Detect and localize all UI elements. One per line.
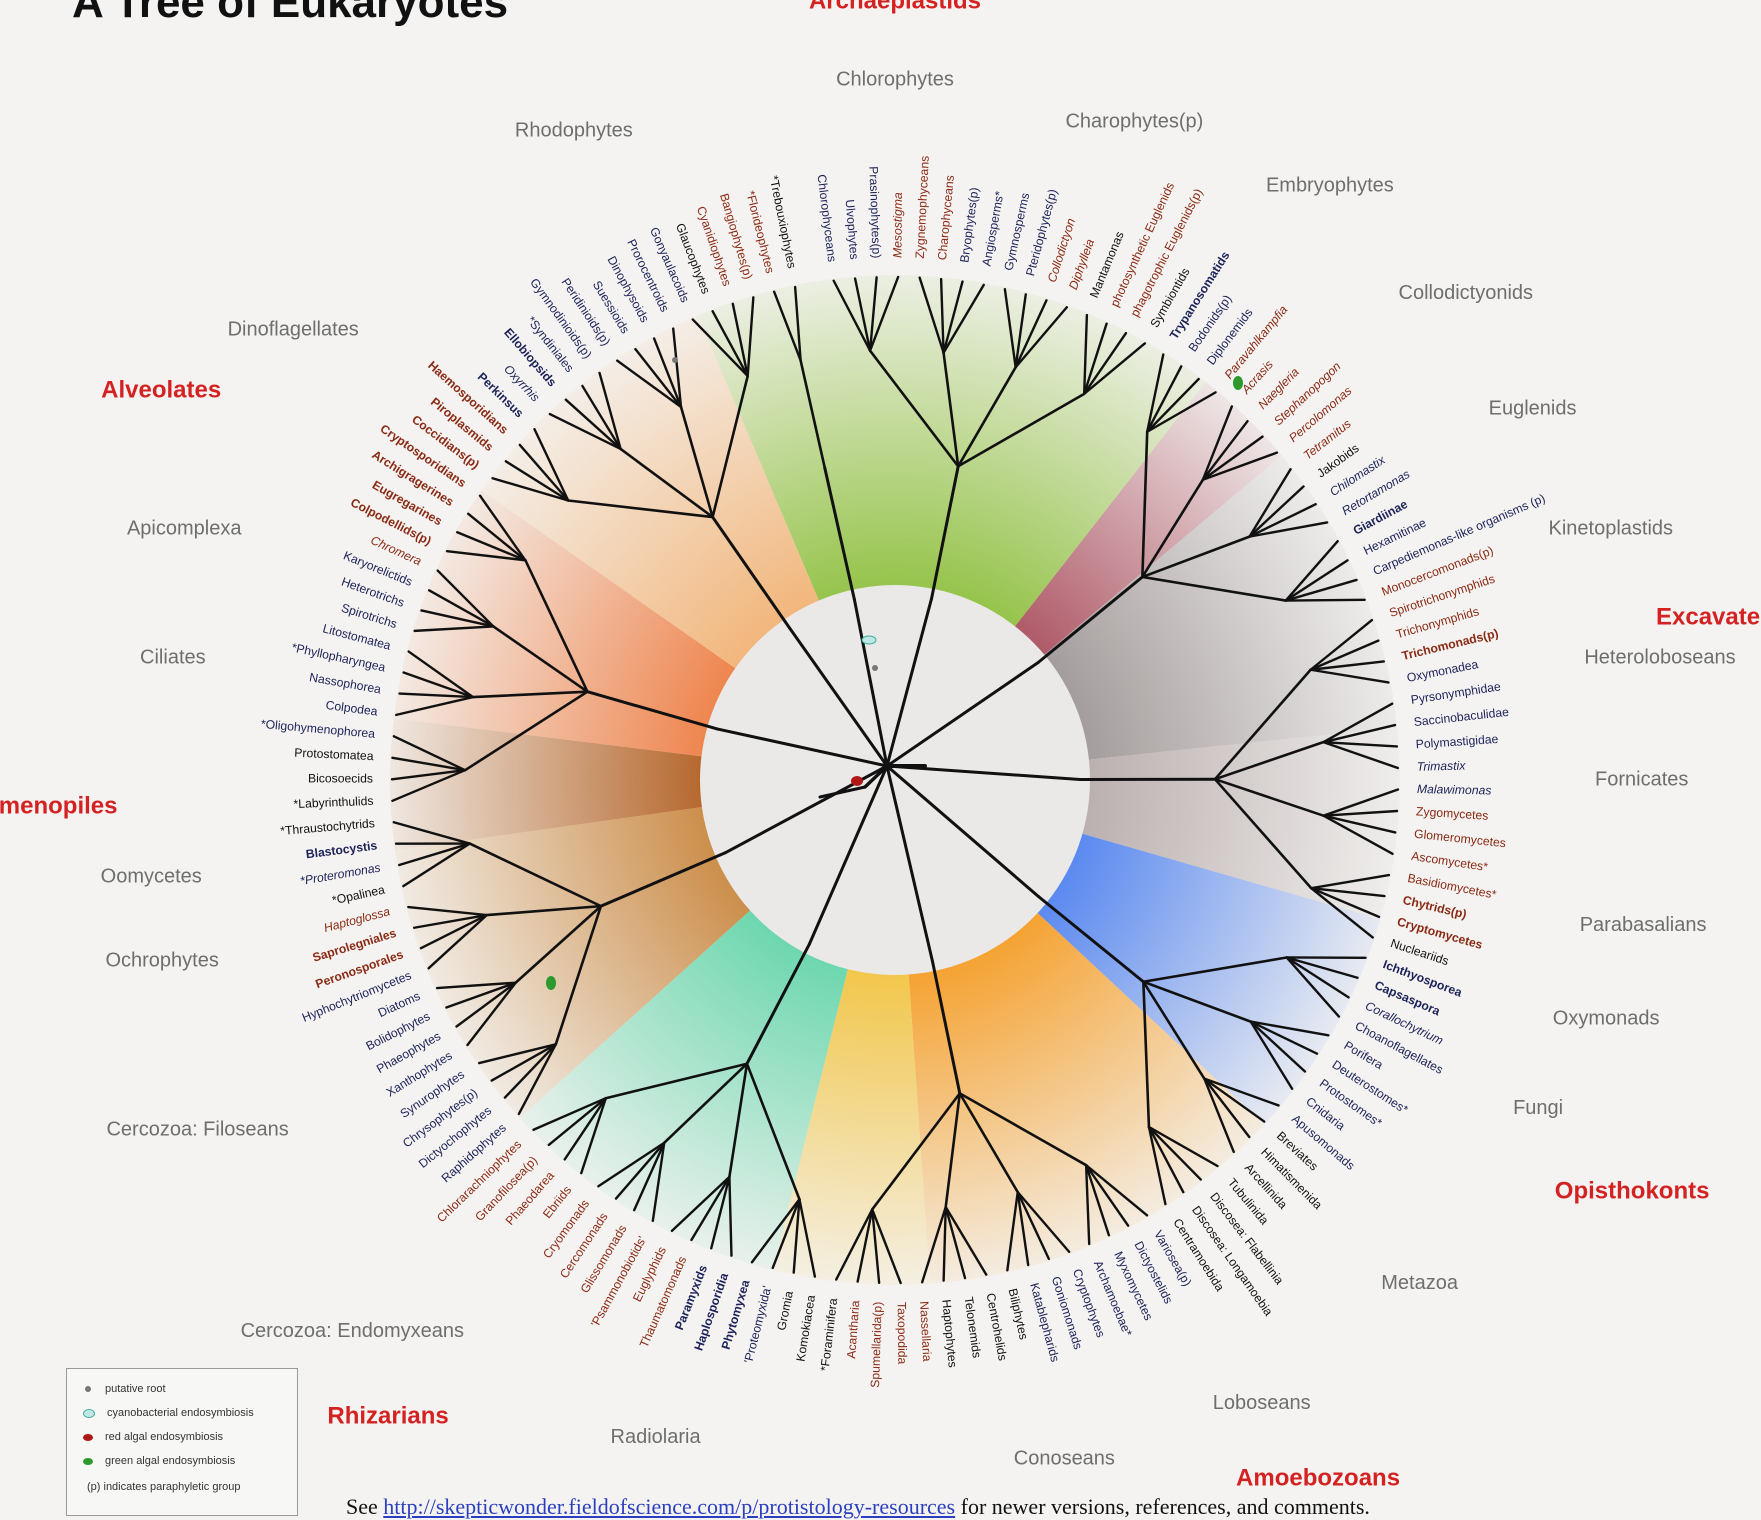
taxon-label: Zygomycetes <box>1416 804 1489 822</box>
marker <box>872 665 878 671</box>
group-label: Euglenids <box>1489 397 1577 419</box>
taxon-label: Blastocystis <box>305 838 378 861</box>
taxon-label: Angiosperms* <box>979 190 1006 267</box>
taxon-label: *Opalinea <box>331 882 386 907</box>
taxon-label: Taxopodida <box>895 1302 910 1365</box>
group-label: Radiolaria <box>611 1426 702 1448</box>
page-title: A Tree of Eukaryotes <box>72 0 508 28</box>
taxon-label: Ulvophytes <box>843 199 862 260</box>
group-label: Charophytes(p) <box>1065 110 1203 132</box>
taxon-label: Nassellaria <box>917 1301 934 1362</box>
group-label: Dinoflagellates <box>228 318 359 340</box>
footer-suffix: for newer versions, references, and comm… <box>955 1494 1370 1519</box>
supergroup-label: Archaeplastids <box>809 0 981 14</box>
taxon-label: Telonemids <box>961 1296 983 1359</box>
taxon-label: Ascomycetes* <box>1410 849 1489 874</box>
group-label: Oxymonads <box>1553 1008 1660 1030</box>
legend-swatch-cyano <box>83 1409 95 1418</box>
taxon-label: Nassophorea <box>308 670 382 696</box>
taxon-label: Spumellarida(p) <box>868 1301 885 1387</box>
legend-swatch-red <box>83 1434 93 1441</box>
taxon-label: Pyrsonymphidae <box>1410 679 1502 707</box>
supergroup-label: Excavates <box>1656 604 1761 631</box>
taxon-label: Prasinophytes(p) <box>866 166 883 259</box>
group-label: Rhodophytes <box>515 119 633 141</box>
taxon-label: Acantharia <box>844 1300 862 1359</box>
group-label: Oomycetes <box>101 866 202 888</box>
legend-label: green algal endosymbiosis <box>105 1455 235 1467</box>
taxon-label: Polymastigidae <box>1415 732 1499 751</box>
supergroup-label: Alveolates <box>101 376 221 403</box>
legend-item: (p) indicates paraphyletic group <box>87 1481 240 1493</box>
legend: putative root cyanobacterial endosymbios… <box>66 1368 298 1516</box>
legend-swatch-root <box>85 1386 91 1392</box>
group-label: Embryophytes <box>1266 175 1394 197</box>
taxon-label: Charophyceans <box>935 174 957 260</box>
taxon-label: *Proteromonas <box>299 861 381 889</box>
group-label: Fungi <box>1513 1097 1563 1119</box>
marker <box>546 976 556 990</box>
marker <box>851 776 863 786</box>
taxon-label: Biliphytes <box>1006 1287 1031 1341</box>
legend-label: cyanobacterial endosymbiosis <box>107 1407 254 1419</box>
group-label: Chlorophytes <box>836 68 954 90</box>
taxon-label: *Oligohymenophorea <box>260 717 376 741</box>
group-label: Collodictyonids <box>1399 282 1534 304</box>
taxon-label: Malawimonas <box>1417 782 1492 797</box>
legend-item: green algal endosymbiosis <box>83 1455 235 1467</box>
supergroup-label: Amoebozoans <box>1236 1465 1400 1492</box>
supergroup-label: Opisthokonts <box>1555 1178 1710 1205</box>
group-label: Parabasalians <box>1580 914 1707 936</box>
taxon-label: Saccinobaculidae <box>1413 705 1510 729</box>
group-label: Ochrophytes <box>105 949 218 971</box>
group-label: Cercozoa: Filoseans <box>106 1118 288 1140</box>
taxon-label: Chlorophyceans <box>814 174 839 263</box>
marker <box>672 357 678 363</box>
taxon-label: Haptophytes <box>939 1299 960 1368</box>
supergroup-label: Rhizarians <box>327 1403 448 1430</box>
taxon-label: Protostomatea <box>294 746 374 764</box>
taxon-label: Trimastix <box>1417 759 1467 774</box>
taxon-label: Glomeromycetes <box>1414 827 1507 851</box>
group-label: Conoseans <box>1014 1447 1115 1469</box>
taxon-label: Bicosoecids <box>308 771 373 785</box>
group-label: Ciliates <box>140 647 206 669</box>
footer-prefix: See <box>346 1494 383 1519</box>
center-disc <box>700 585 1090 975</box>
taxon-label: Centrohelids <box>984 1292 1010 1362</box>
taxon-label: *Thraustochytrids <box>280 816 376 838</box>
taxon-label: Mesostigma <box>890 192 904 258</box>
footer-link[interactable]: http://skepticwonder.fieldofscience.com/… <box>383 1494 955 1519</box>
group-label: Cercozoa: Endomyxeans <box>241 1320 464 1342</box>
group-label: Heteroloboseans <box>1584 647 1735 669</box>
supergroup-label: Stramenopiles <box>0 792 117 819</box>
footer-note: See http://skepticwonder.fieldofscience.… <box>346 1494 1370 1520</box>
legend-label: putative root <box>105 1383 166 1395</box>
legend-swatch-green <box>83 1458 93 1465</box>
legend-label: (p) indicates paraphyletic group <box>87 1481 240 1493</box>
taxon-label: *Foraminifera <box>818 1297 840 1372</box>
legend-label: red algal endosymbiosis <box>105 1431 223 1443</box>
legend-item: cyanobacterial endosymbiosis <box>83 1407 254 1419</box>
taxon-label: Gromia <box>774 1290 796 1332</box>
group-label: Metazoa <box>1381 1272 1459 1294</box>
legend-item: putative root <box>83 1383 166 1395</box>
taxon-label: Bryophytes(p) <box>957 186 981 263</box>
taxon-label: Komokiacea <box>793 1294 818 1363</box>
group-label: Apicomplexa <box>127 517 242 539</box>
taxon-label: Oxymonadea <box>1406 657 1480 685</box>
marker <box>862 636 876 644</box>
legend-item: red algal endosymbiosis <box>83 1431 223 1443</box>
group-label: Fornicates <box>1595 768 1688 790</box>
group-label: Loboseans <box>1213 1392 1311 1414</box>
taxon-label: *Labyrinthulids <box>293 794 373 811</box>
taxon-label: Colpodea <box>325 698 379 719</box>
branch <box>1286 600 1365 601</box>
group-label: Kinetoplastids <box>1549 517 1674 539</box>
taxon-label: Zygnemophyceans <box>913 155 932 259</box>
